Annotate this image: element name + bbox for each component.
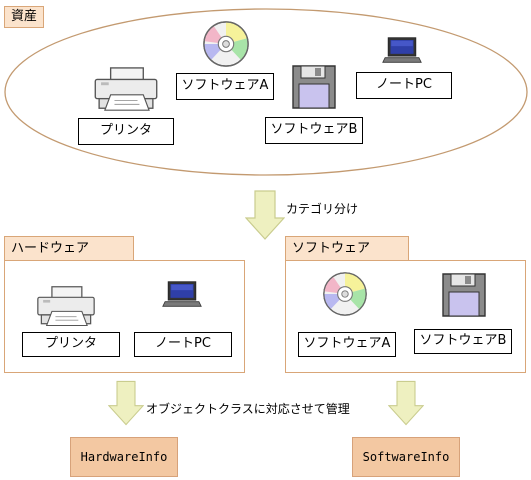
down-arrow-icon: [108, 380, 144, 426]
down-arrow-icon: [245, 190, 285, 240]
categorize-note: カテゴリ分け: [286, 202, 359, 216]
label-software-a: ソフトウェアA: [298, 332, 396, 357]
hardware-tag: ハードウェア: [4, 236, 134, 261]
label-printer: プリンタ: [78, 118, 174, 145]
assets-tag-label: 資産: [4, 6, 44, 28]
laptop-icon: [162, 280, 202, 308]
label-notebook-pc: ノートPC: [134, 332, 232, 357]
label-software-b: ソフトウェアB: [414, 329, 512, 354]
label-notebook-pc: ノートPC: [356, 72, 452, 99]
laptop-icon: [382, 36, 422, 64]
software-tag: ソフトウェア: [285, 236, 409, 261]
floppy-disk-icon: [441, 272, 487, 318]
label-printer: プリンタ: [22, 332, 120, 357]
floppy-disk-icon: [291, 64, 337, 110]
cd-icon: [202, 20, 250, 68]
label-software-b: ソフトウェアB: [265, 117, 363, 144]
printer-icon: [93, 66, 159, 114]
hardware-info-class: HardwareInfo: [70, 437, 178, 477]
object-class-note: オブジェクトクラスに対応させて管理: [146, 402, 350, 416]
printer-icon: [36, 285, 96, 329]
software-info-class: SoftwareInfo: [352, 437, 460, 477]
label-software-a: ソフトウェアA: [176, 73, 274, 100]
cd-icon: [322, 271, 368, 317]
down-arrow-icon: [388, 380, 424, 426]
